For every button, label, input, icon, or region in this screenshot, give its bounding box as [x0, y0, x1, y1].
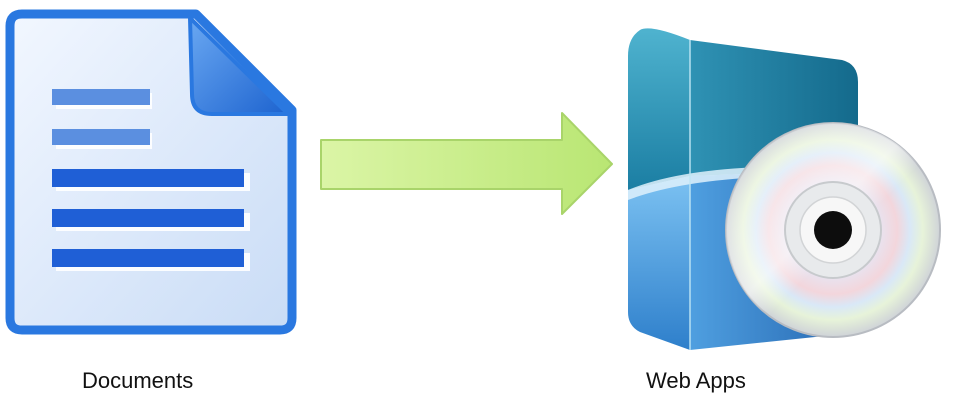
documents-label: Documents	[82, 368, 194, 393]
web-apps-label: Web Apps	[646, 368, 746, 393]
document-icon	[5, 9, 297, 335]
software-box-with-disc-icon	[628, 28, 941, 350]
right-arrow-icon	[320, 112, 613, 215]
